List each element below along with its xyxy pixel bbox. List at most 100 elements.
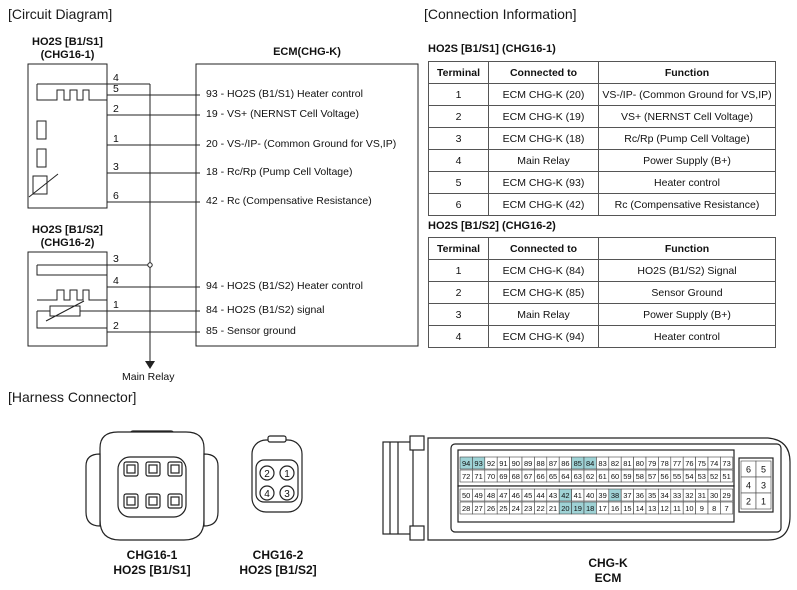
chgk-pin-label: 37 [623,491,631,500]
chgk-pin-label: 26 [487,504,495,513]
chg16-2-name: HO2S [B1/S2] [239,563,317,577]
chgk-pin-label: 90 [512,459,520,468]
chgk-pin-label: 76 [685,459,693,468]
table2-title: HO2S [B1/S2] (CHG16-2) [428,220,556,232]
cell-terminal: 1 [428,83,489,106]
chgk-pin-label: 36 [636,491,644,500]
cell-connected-to: ECM CHG-K (94) [488,325,599,348]
header-terminal: Terminal [428,237,489,260]
sensor2-body [27,251,108,347]
chgk-small-pin-label: 1 [761,497,766,507]
cell-function: Sensor Ground [598,281,776,304]
harness-connector-title: [Harness Connector] [8,389,137,405]
sensor1-pin: 4 [113,72,119,84]
chgk-pin-label: 20 [561,504,569,513]
chgk-pin-label: 21 [549,504,557,513]
chgk-pin-label: 91 [499,459,507,468]
cell-function: HO2S (B1/S2) Signal [598,259,776,282]
cell-terminal: 4 [428,149,489,172]
chgk-pin-label: 81 [623,459,631,468]
cell-function: Power Supply (B+) [598,149,776,172]
chgk-pin-label: 43 [549,491,557,500]
chgk-pin-label: 25 [499,504,507,513]
ecm-signal: 19 - VS+ (NERNST Cell Voltage) [206,108,359,120]
sensor1-pin: 6 [113,190,119,202]
chgk-pin-label: 32 [685,491,693,500]
chgk-pin-label: 62 [586,472,594,481]
ecm-label: ECM(CHG-K) [273,46,341,58]
chgk-pin-label: 53 [698,472,706,481]
chgk-pin-label: 41 [574,491,582,500]
chgk-pin-label: 73 [722,459,730,468]
chgk-pin-label: 13 [648,504,656,513]
ecm-signal: 18 - Rc/Rp (Pump Cell Voltage) [206,166,353,178]
chgk-pin-label: 44 [536,491,544,500]
chgk-pin-label: 84 [586,459,594,468]
chgk-pin-label: 82 [611,459,619,468]
cell-function: Heater control [598,325,776,348]
chgk-small-pin-label: 6 [746,465,751,475]
chgk-pin-label: 27 [474,504,482,513]
chgk-pin-label: 14 [636,504,644,513]
chgk-pin-label: 78 [660,459,668,468]
sensor1-name: HO2S [B1/S1] [32,36,103,48]
chgk-pin-label: 17 [598,504,606,513]
chgk-pin-label: 89 [524,459,532,468]
cell-terminal: 4 [428,325,489,348]
cell-function: VS-/IP- (Common Ground for VS,IP) [598,83,776,106]
chgk-pin-label: 56 [660,472,668,481]
chgk-small-pin-label: 5 [761,465,766,475]
chgk-pin-label: 64 [561,472,569,481]
chgk-pin-label: 83 [598,459,606,468]
chgk-pin-label: 59 [623,472,631,481]
chgk-pin-label: 39 [598,491,606,500]
sensor1-cell-symbol-b [36,148,47,168]
chgk-pin-label: 88 [536,459,544,468]
chgk-pin-label: 10 [685,504,693,513]
cell-function: Rc/Rp (Pump Cell Voltage) [598,127,776,150]
sensor2-pin: 1 [113,299,119,311]
chgk-pin-label: 40 [586,491,594,500]
chgk-pin-label: 12 [660,504,668,513]
chgk-pin-label: 9 [700,504,704,513]
header-function: Function [598,61,776,84]
chg16-2-pin-2: 2 [264,469,270,480]
chgk-pin-label: 77 [673,459,681,468]
chgk-pin-label: 11 [673,504,681,513]
chgk-pin-label: 69 [499,472,507,481]
chgk-pin-label: 57 [648,472,656,481]
chgk-name: ECM [594,571,622,585]
sensor2-pin: 4 [113,275,119,287]
cell-terminal: 6 [428,193,489,216]
chgk-pin-label: 93 [474,459,482,468]
chgk-pin-label: 29 [722,491,730,500]
cell-terminal: 1 [428,259,489,282]
ecm-signal: 93 - HO2S (B1/S1) Heater control [206,88,363,100]
cell-terminal: 3 [428,303,489,326]
header-connected-to: Connected to [488,237,599,260]
chgk-pin-label: 7 [725,504,729,513]
chgk-pin-label: 74 [710,459,718,468]
header-terminal: Terminal [428,61,489,84]
cell-terminal: 2 [428,281,489,304]
chg16-2-pin-4: 4 [264,489,270,500]
chg16-1-connector [85,430,219,541]
chgk-pin-label: 63 [574,472,582,481]
chgk-pin-label: 8 [712,504,716,513]
chgk-pin-label: 75 [698,459,706,468]
cell-terminal: 3 [428,127,489,150]
cell-function: Rc (Compensative Resistance) [598,193,776,216]
chgk-small-pin-label: 4 [746,481,751,491]
cell-connected-to: Main Relay [488,149,599,172]
junction-dot [147,262,153,268]
cell-connected-to: ECM CHG-K (42) [488,193,599,216]
